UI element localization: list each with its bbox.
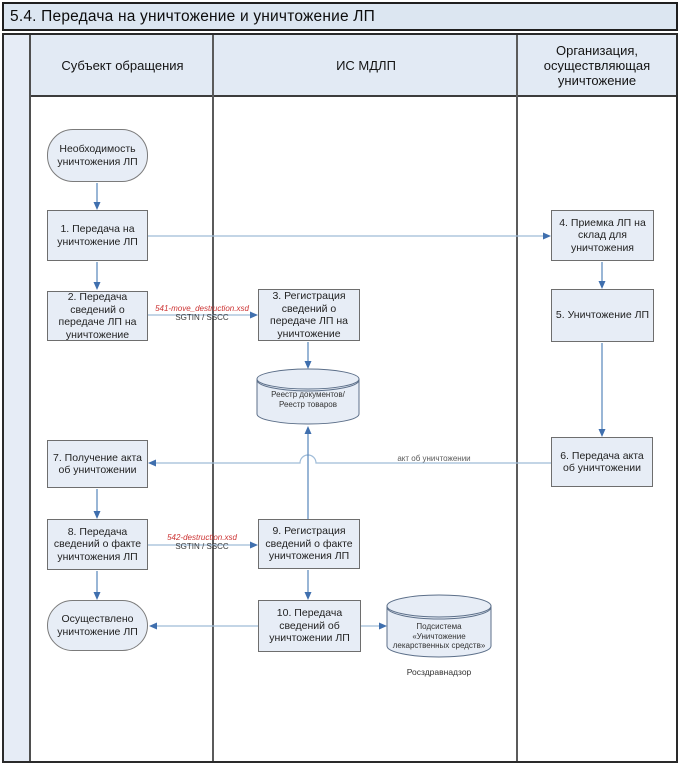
annotation-541-xsd: 541-move_destruction.xsd SGTIN / SSCC xyxy=(146,304,258,322)
step10-node: 10. Передача сведений об уничтожении ЛП xyxy=(258,600,361,652)
arrowhead-into-step10 xyxy=(304,592,312,600)
xsd-542-format: SGTIN / SSCC xyxy=(175,542,229,551)
step6-node: 6. Передача акта об уничтожении xyxy=(551,437,653,487)
lane-header-destruction-org: Организация, осуществляющая уничтожение xyxy=(543,42,651,88)
arrowhead-into-step3 xyxy=(250,311,258,319)
arrowhead-into-step5 xyxy=(598,281,606,289)
step4-node: 4. Приемка ЛП на склад для уничтожения xyxy=(551,210,654,261)
start-node: Необходимость уничтожения ЛП xyxy=(47,129,148,182)
lane-header-is-mdlp: ИС МДЛП xyxy=(336,57,396,73)
arrowhead-into-end-from-step10 xyxy=(149,622,157,630)
lane-divider-1 xyxy=(212,35,214,761)
step9-node: 9. Регистрация сведений о факте уничтоже… xyxy=(258,519,360,569)
arrowhead-into-step9 xyxy=(250,541,258,549)
end-node: Осуществлено уничтожение ЛП xyxy=(47,600,148,651)
lane-header-subject: Субъект обращения xyxy=(61,57,184,73)
arrowhead-into-step2 xyxy=(93,282,101,290)
step3-node: 3. Регистрация сведений о передаче ЛП на… xyxy=(258,289,360,341)
arrowhead-into-step6 xyxy=(598,429,606,437)
database-registry-shape xyxy=(256,368,360,425)
xsd-541-format: SGTIN / SSCC xyxy=(175,313,229,322)
annotation-destruction-act: акт об уничтожении xyxy=(397,454,471,463)
step8-node: 8. Передача сведений о факте уничтожения… xyxy=(47,519,148,570)
arrowhead-into-end xyxy=(93,592,101,600)
xsd-541-filename: 541-move_destruction.xsd xyxy=(155,304,249,313)
lane-header-row: Субъект обращения ИС МДЛП Организация, о… xyxy=(31,35,676,97)
diagram-title: 5.4. Передача на уничтожение и уничтожен… xyxy=(2,2,678,31)
annotation-542-xsd: 542-destruction.xsd SGTIN / SSCC xyxy=(146,533,258,551)
lane-divider-2 xyxy=(516,35,518,761)
arrowhead-into-db-registry-bottom xyxy=(304,426,312,434)
step2-node: 2. Передача сведений о передаче ЛП на ун… xyxy=(47,291,148,341)
arrowhead-into-step4 xyxy=(543,232,551,240)
arrowhead-into-step8 xyxy=(93,511,101,519)
left-margin-column xyxy=(4,35,31,761)
step5-node: 5. Уничтожение ЛП xyxy=(551,289,654,342)
database-destruction-shape xyxy=(386,594,492,658)
connector-step6-step7 xyxy=(154,454,551,464)
step7-node: 7. Получение акта об уничтожении xyxy=(47,440,148,488)
arrowhead-into-db-destruction xyxy=(379,622,387,630)
xsd-542-filename: 542-destruction.xsd xyxy=(167,533,237,542)
database-registry-label: Реестр документов/Реестр товаров xyxy=(271,390,345,409)
arrowhead-into-db-registry-top xyxy=(304,361,312,369)
arrowhead-into-step7 xyxy=(148,459,156,467)
arrowhead-into-step1 xyxy=(93,202,101,210)
step1-node: 1. Передача на уничтожение ЛП xyxy=(47,210,148,261)
database-destruction-label: Подсистема «Уничтожение лекарственных ср… xyxy=(392,622,486,650)
annotation-roszdravnadzor: Росздравнадзор xyxy=(406,667,472,677)
